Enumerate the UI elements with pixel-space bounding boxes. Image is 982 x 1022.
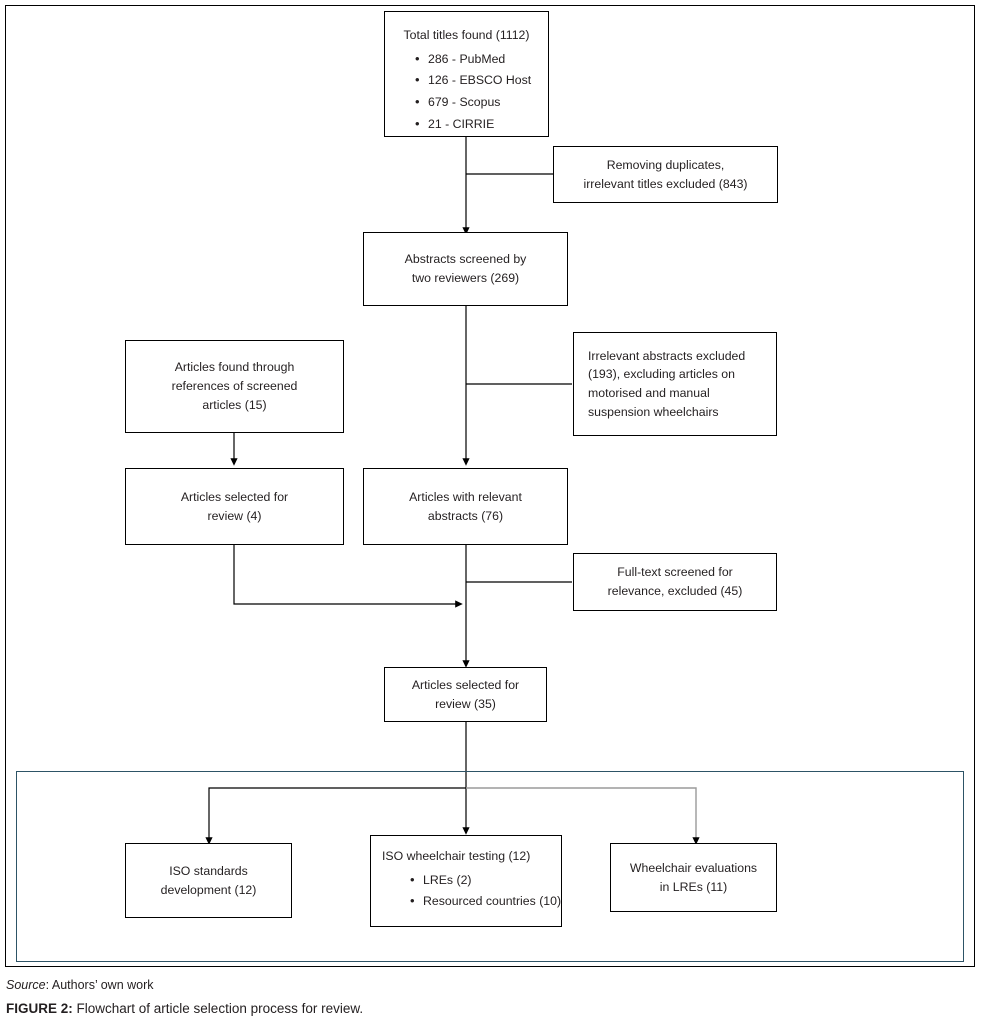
figure-caption-block: Source: Authors’ own work FIGURE 2: Flow… bbox=[6, 978, 966, 1016]
node-removing-duplicates[interactable]: Removing duplicates, irrelevant titles e… bbox=[553, 146, 778, 203]
list-item: 21 - CIRRIE bbox=[415, 114, 578, 134]
node-title: Articles selected for review (4) bbox=[180, 489, 289, 523]
node-title: Wheelchair evaluations in LREs (11) bbox=[629, 860, 758, 894]
node-total-titles[interactable]: Total titles found (1112) 286 - PubMed 1… bbox=[384, 11, 549, 137]
node-title: Articles with relevant abstracts (76) bbox=[409, 489, 522, 523]
node-bullet-list: 286 - PubMed 126 - EBSCO Host 679 - Scop… bbox=[385, 47, 578, 137]
page-border bbox=[5, 5, 975, 967]
figure-text: Flowchart of article selection process f… bbox=[72, 1001, 364, 1016]
source-label: Source bbox=[6, 978, 46, 992]
node-articles-selected-35[interactable]: Articles selected for review (35) bbox=[384, 667, 547, 722]
source-line: Source: Authors’ own work bbox=[6, 978, 966, 992]
node-title: Articles found through references of scr… bbox=[171, 360, 298, 412]
node-articles-relevant-abstracts[interactable]: Articles with relevant abstracts (76) bbox=[363, 468, 568, 545]
list-item: 286 - PubMed bbox=[415, 49, 578, 69]
list-item: 679 - Scopus bbox=[415, 92, 578, 112]
node-title: Full-text screened for relevance, exclud… bbox=[607, 565, 743, 598]
node-wheelchair-evaluations[interactable]: Wheelchair evaluations in LREs (11) bbox=[610, 843, 777, 912]
node-abstracts-screened[interactable]: Abstracts screened by two reviewers (269… bbox=[363, 232, 568, 306]
node-title: Articles selected for review (35) bbox=[411, 677, 520, 711]
outcome-group-container bbox=[16, 771, 964, 962]
figure-label: FIGURE 2: bbox=[6, 1001, 73, 1016]
node-title: Removing duplicates, irrelevant titles e… bbox=[583, 157, 748, 191]
node-title: Irrelevant abstracts excluded (193), exc… bbox=[588, 348, 746, 419]
list-item: LREs (2) bbox=[410, 870, 581, 890]
node-irrelevant-abstracts[interactable]: Irrelevant abstracts excluded (193), exc… bbox=[573, 332, 777, 436]
source-text: : Authors’ own work bbox=[45, 978, 154, 992]
node-title: Abstracts screened by two reviewers (269… bbox=[404, 252, 527, 285]
node-title: ISO wheelchair testing (12) bbox=[382, 849, 531, 863]
node-title: ISO standards development (12) bbox=[160, 863, 257, 897]
figure-line: FIGURE 2: Flowchart of article selection… bbox=[6, 1001, 966, 1016]
node-iso-wheelchair-testing[interactable]: ISO wheelchair testing (12) LREs (2) Res… bbox=[370, 835, 562, 927]
node-articles-found-references[interactable]: Articles found through references of scr… bbox=[125, 340, 344, 433]
list-item: 126 - EBSCO Host bbox=[415, 70, 578, 90]
node-full-text-screened[interactable]: Full-text screened for relevance, exclud… bbox=[573, 553, 777, 611]
node-title: Total titles found (1112) bbox=[403, 28, 530, 42]
node-bullet-list: LREs (2) Resourced countries (10) bbox=[382, 868, 581, 914]
node-articles-selected-4[interactable]: Articles selected for review (4) bbox=[125, 468, 344, 545]
node-iso-standards[interactable]: ISO standards development (12) bbox=[125, 843, 292, 918]
list-item: Resourced countries (10) bbox=[410, 891, 581, 911]
